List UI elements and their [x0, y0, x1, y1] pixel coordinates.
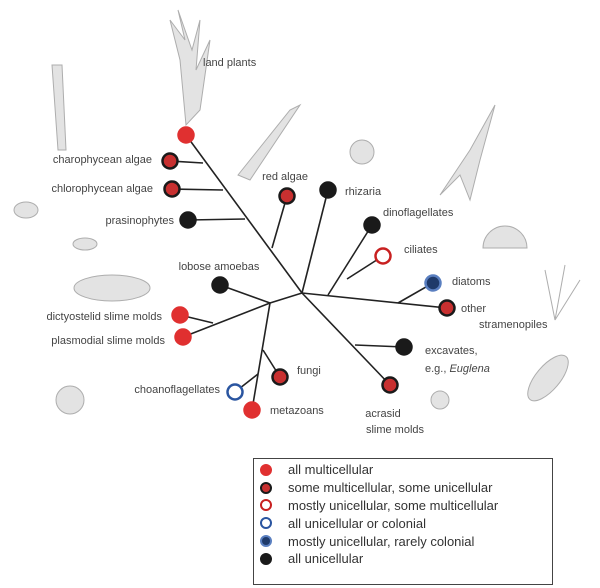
label-excavates-line2: e.g., Euglena [425, 363, 490, 375]
legend-marker-icon [260, 481, 272, 494]
node-red-algae [278, 187, 296, 205]
label-acrasid-slime-molds: acrasid [365, 408, 400, 420]
node-metazoans [243, 401, 261, 419]
label-choanoflagellates: choanoflagellates [134, 384, 220, 396]
legend-marker-icon [260, 535, 272, 548]
label-lobose-amoebas: lobose amoebas [179, 261, 260, 273]
organism-illustrations [13, 9, 581, 415]
label-ciliates: ciliates [404, 244, 438, 256]
node-rhizaria [319, 181, 337, 199]
label-dictyostelid-slime-molds: dictyostelid slime molds [46, 311, 162, 323]
choanoflagellate-colony-sketch [55, 385, 85, 415]
node-fungi [271, 368, 289, 386]
node-acrasid-slime-molds [381, 376, 399, 394]
label-metazoans: metazoans [270, 405, 324, 417]
node-lobose-amoebas [211, 276, 229, 294]
label-charophycean-algae: charophycean algae [53, 154, 152, 166]
label-excavates: excavates, [425, 345, 478, 357]
legend-marker-icon [260, 499, 272, 512]
node-prasinophytes [179, 211, 197, 229]
prasinophyte-sketch [72, 237, 98, 251]
node-charophycean-algae [161, 152, 179, 170]
taxon-nodes [161, 126, 456, 419]
legend-label: all unicellular [288, 551, 364, 567]
label-other-stramenopiles-line2: stramenopiles [479, 319, 548, 331]
legend-marker-icon [260, 463, 272, 476]
radiolarian-sketch [349, 139, 375, 165]
stramenopile-sketch [544, 264, 581, 321]
label-chlorophycean-algae: chlorophycean algae [51, 183, 153, 195]
node-land-plants [177, 126, 195, 144]
label-dinoflagellates: dinoflagellates [383, 207, 454, 219]
desmid-sketch [13, 201, 39, 219]
label-prasinophytes: prasinophytes [106, 215, 175, 227]
node-chlorophycean-algae [163, 180, 181, 198]
label-plasmodial-slime-molds: plasmodial slime molds [51, 335, 165, 347]
node-dinoflagellates [363, 216, 381, 234]
legend-item-some-multi: some multicellular, some unicellular [260, 479, 552, 497]
diatom-sketch [482, 225, 528, 249]
euglena-sketch [527, 354, 569, 402]
label-land-plants: land plants [203, 57, 257, 69]
node-dictyostelid-slime-molds [171, 306, 189, 324]
node-excavates [395, 338, 413, 356]
label-red-algae: red algae [262, 171, 308, 183]
label-diatoms: diatoms [452, 276, 491, 288]
node-other-stramenopiles [438, 299, 456, 317]
red-alga-sketch [237, 103, 302, 181]
legend-item-all-multicellular: all multicellular [260, 461, 552, 479]
legend-label: some multicellular, some unicellular [288, 480, 493, 496]
dictyostelid-sketch [73, 274, 151, 302]
node-diatoms [424, 274, 442, 292]
taxon-labels: land plants charophycean algae chlorophy… [46, 57, 548, 436]
node-plasmodial-slime-molds [174, 328, 192, 346]
legend-label: all unicellular or colonial [288, 515, 427, 531]
legend-label: mostly unicellular, rarely colonial [288, 533, 475, 549]
label-acrasid-slime-molds-line2: slime molds [366, 424, 425, 436]
dinoflagellate-sketch [439, 104, 496, 202]
legend-label: all multicellular [288, 462, 374, 478]
legend-marker-icon [260, 552, 272, 565]
legend-item-all-unicellular: all unicellular [260, 550, 552, 568]
acrasid-sketch [430, 390, 450, 410]
legend: all multicellular some multicellular, som… [253, 458, 553, 585]
legend-label: mostly unicellular, some multicellular [288, 497, 499, 513]
label-fungi: fungi [297, 365, 321, 377]
legend-marker-icon [260, 517, 272, 530]
node-ciliates [374, 247, 392, 265]
node-choanoflagellates [226, 383, 244, 401]
label-rhizaria: rhizaria [345, 186, 382, 198]
label-other-stramenopiles: other [461, 303, 486, 315]
legend-item-all-uni-or-colonial: all unicellular or colonial [260, 514, 552, 532]
legend-item-mostly-uni-some-multi: mostly unicellular, some multicellular [260, 497, 552, 515]
charophyte-sketch [51, 64, 67, 151]
legend-item-mostly-uni-rarely-colonial: mostly unicellular, rarely colonial [260, 532, 552, 550]
land-plant-sketch [169, 9, 211, 127]
